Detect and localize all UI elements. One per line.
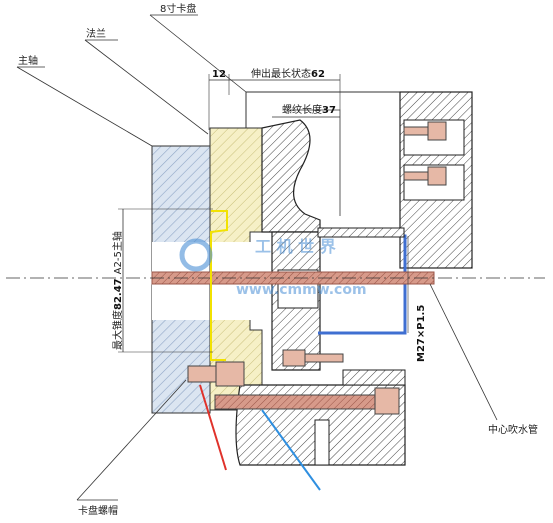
protrude-outline [245, 91, 400, 128]
dim-flange-thk: 12 [212, 69, 226, 80]
label-protrude: 伸出最长状态62 [251, 67, 325, 80]
watermark: 工 机 世 界 www.cmmw.com [179, 237, 367, 298]
yellow-guide-line [210, 210, 228, 361]
watermark-text-cn: 工 机 世 界 [255, 237, 336, 256]
watermark-logo-icon [179, 238, 213, 272]
label-chuck: 8寸卡盘 [160, 2, 196, 15]
chuck-nut-leader [76, 379, 187, 501]
chuck-leader [149, 14, 247, 93]
watermark-text-url: www.cmmw.com [236, 282, 367, 298]
label-flange: 法兰 [86, 27, 106, 40]
red-arrow [199, 384, 227, 471]
chuck-nut-screw [214, 387, 400, 415]
label-thread-spec: M27×P1.5 [416, 305, 427, 362]
flange-screw [187, 361, 245, 387]
center-pipe-leader [429, 283, 498, 421]
blue-arrow [261, 409, 321, 491]
label-center-pipe: 中心吹水管 [488, 423, 538, 436]
spindle-leader [16, 66, 153, 147]
label-thread-len: 螺纹长度37 [282, 103, 336, 116]
jaw-screw-top [403, 121, 447, 141]
label-spindle: 主轴 [18, 54, 38, 67]
inner-screw [282, 349, 344, 367]
label-taper: 最大锥度82.47A2-5主轴 [111, 231, 124, 350]
label-chuck-screw: 卡盘螺帽 [78, 504, 118, 517]
flange-leader [84, 39, 209, 135]
jaw-screw-bottom [403, 166, 447, 186]
